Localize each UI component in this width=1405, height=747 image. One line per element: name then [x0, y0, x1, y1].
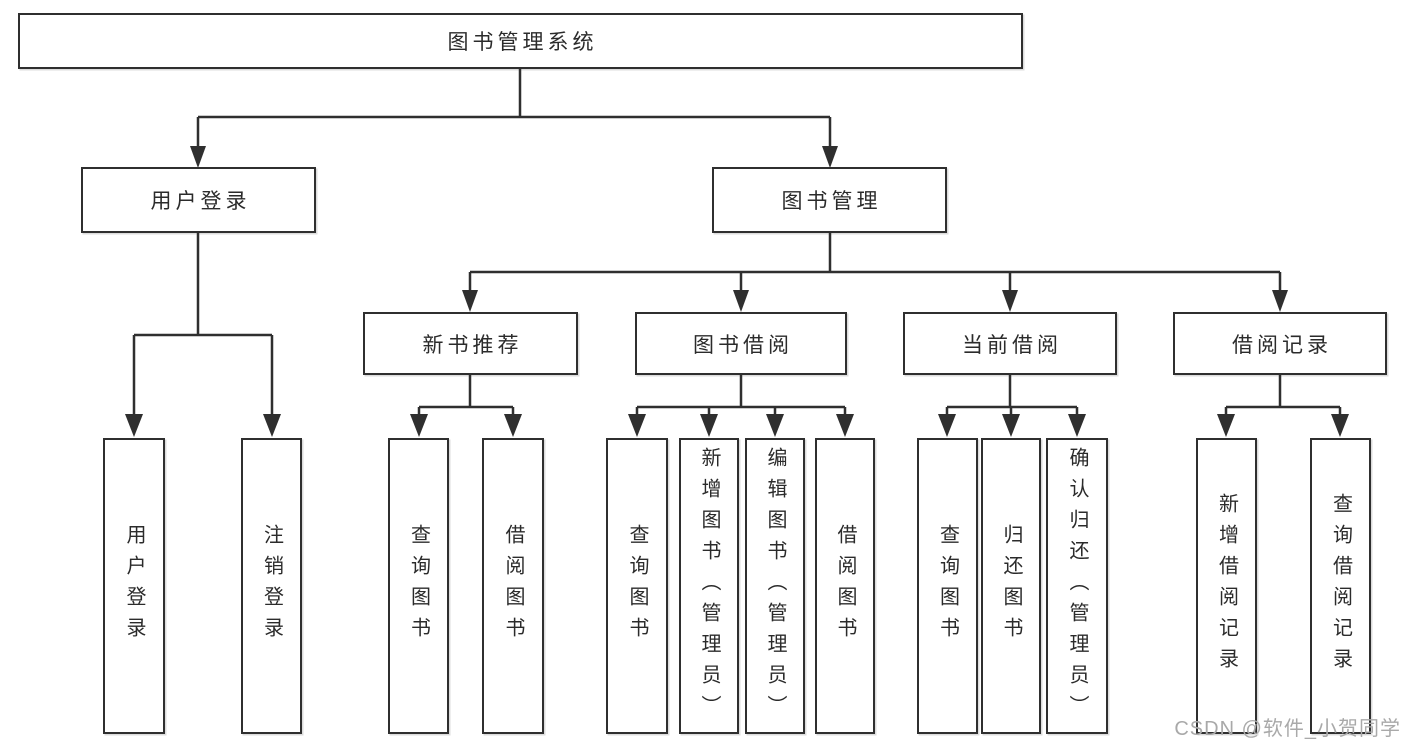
node-current-borrowing-label: 当前借阅 [962, 333, 1062, 357]
leaf-bb-edit-books-admin-label: 编辑图书（管理员） [764, 446, 786, 726]
leaf-br-add-record-label: 新增借阅记录 [1215, 493, 1238, 679]
leaf-logout: 注销登录 [241, 438, 302, 734]
leaf-bb-add-books-admin-label: 新增图书（管理员） [698, 446, 720, 726]
leaf-br-query-record-label: 查询借阅记录 [1329, 493, 1352, 679]
leaf-cb-confirm-return-admin-label: 确认归还（管理员） [1066, 446, 1088, 726]
node-root-system: 图书管理系统 [18, 13, 1023, 69]
leaf-cb-query-books-label: 查询图书 [936, 524, 959, 648]
leaf-bb-query-books: 查询图书 [606, 438, 668, 734]
node-book-borrowing-label: 图书借阅 [693, 333, 793, 357]
leaf-bb-borrow-books: 借阅图书 [815, 438, 875, 734]
leaf-br-add-record: 新增借阅记录 [1196, 438, 1257, 734]
leaf-logout-label: 注销登录 [260, 524, 283, 648]
node-borrow-records: 借阅记录 [1173, 312, 1387, 375]
leaf-cb-return-books-label: 归还图书 [1000, 524, 1022, 648]
node-user-login: 用户登录 [81, 167, 316, 233]
leaf-bb-add-books-admin: 新增图书（管理员） [679, 438, 739, 734]
arrowheads [125, 146, 1349, 437]
leaf-user-login-label: 用户登录 [123, 524, 145, 648]
node-root-system-label: 图书管理系统 [447, 31, 598, 54]
leaf-cb-query-books: 查询图书 [917, 438, 978, 734]
leaf-bb-query-books-label: 查询图书 [626, 524, 648, 648]
leaf-cb-confirm-return-admin: 确认归还（管理员） [1046, 438, 1108, 734]
leaf-rec-borrow-books-label: 借阅图书 [502, 524, 524, 648]
node-current-borrowing: 当前借阅 [903, 312, 1117, 375]
node-book-management-label: 图书管理 [781, 190, 882, 213]
node-book-borrowing: 图书借阅 [635, 312, 847, 375]
node-user-login-label: 用户登录 [150, 190, 251, 213]
leaf-bb-borrow-books-label: 借阅图书 [834, 524, 856, 648]
node-new-book-recommend: 新书推荐 [363, 312, 578, 375]
leaf-br-query-record: 查询借阅记录 [1310, 438, 1371, 734]
leaf-rec-query-books: 查询图书 [388, 438, 449, 734]
node-borrow-records-label: 借阅记录 [1232, 333, 1332, 357]
node-new-book-recommend-label: 新书推荐 [422, 333, 523, 357]
leaf-bb-edit-books-admin: 编辑图书（管理员） [745, 438, 805, 734]
leaf-user-login: 用户登录 [103, 438, 165, 734]
leaf-rec-query-books-label: 查询图书 [407, 524, 430, 648]
leaf-rec-borrow-books: 借阅图书 [482, 438, 544, 734]
csdn-watermark: CSDN @软件_小贺同学 [1174, 718, 1401, 740]
node-book-management: 图书管理 [712, 167, 947, 233]
leaf-cb-return-books: 归还图书 [981, 438, 1041, 734]
